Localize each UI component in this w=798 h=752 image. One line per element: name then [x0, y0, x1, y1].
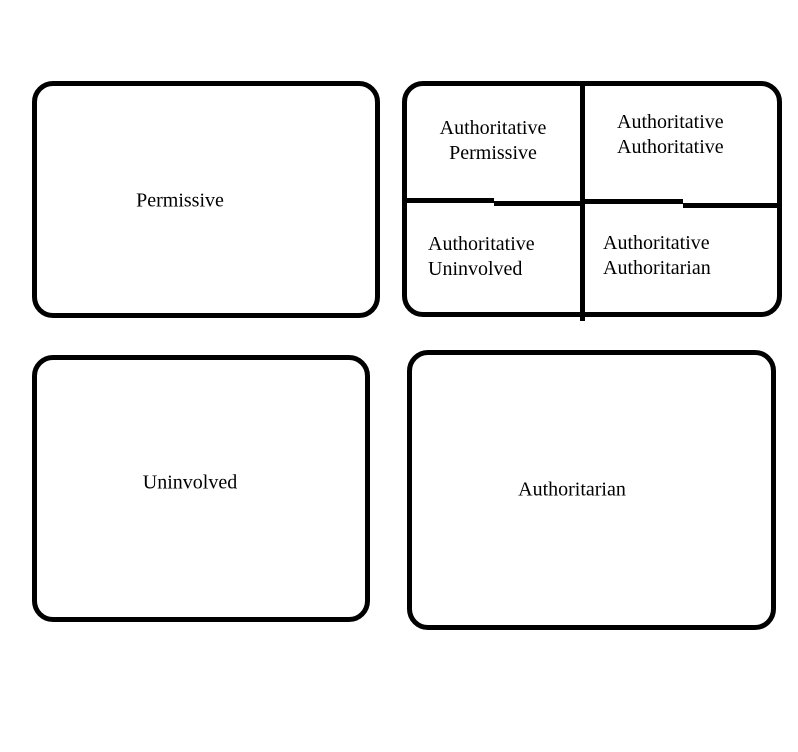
grid-cell-line: Authoritative — [428, 233, 535, 255]
permissive-label: Permissive — [136, 189, 224, 212]
box-authoritative-grid: Authoritative Permissive Authoritative A… — [402, 81, 782, 321]
grid-cell-authoritative-permissive: Authoritative Permissive — [440, 116, 547, 166]
grid-cell-line: Authoritative — [439, 117, 547, 139]
grid-horizontal-divider-left-a — [403, 198, 494, 203]
grid-cell-line: Authoritarian — [603, 257, 711, 279]
grid-horizontal-divider-left-b — [494, 201, 582, 206]
box-uninvolved: Uninvolved — [32, 355, 370, 622]
grid-cell-authoritative-authoritarian: Authoritative Authoritarian — [603, 231, 711, 281]
grid-cell-line: Permissive — [449, 142, 537, 164]
box-authoritarian: Authoritarian — [407, 350, 776, 630]
uninvolved-label: Uninvolved — [142, 471, 238, 494]
grid-cell-authoritative-authoritative: Authoritative Authoritative — [617, 110, 724, 160]
grid-cell-line: Uninvolved — [428, 258, 523, 280]
box-permissive: Permissive — [32, 81, 380, 318]
grid-horizontal-divider-right-b — [683, 203, 781, 208]
grid-cell-line: Authoritative — [617, 111, 724, 133]
authoritarian-label: Authoritarian — [518, 478, 626, 501]
grid-cell-line: Authoritative — [603, 232, 710, 254]
grid-horizontal-divider-right-a — [582, 199, 683, 204]
grid-cell-authoritative-uninvolved: Authoritative Uninvolved — [428, 232, 535, 282]
grid-cell-line: Authoritative — [617, 136, 724, 158]
